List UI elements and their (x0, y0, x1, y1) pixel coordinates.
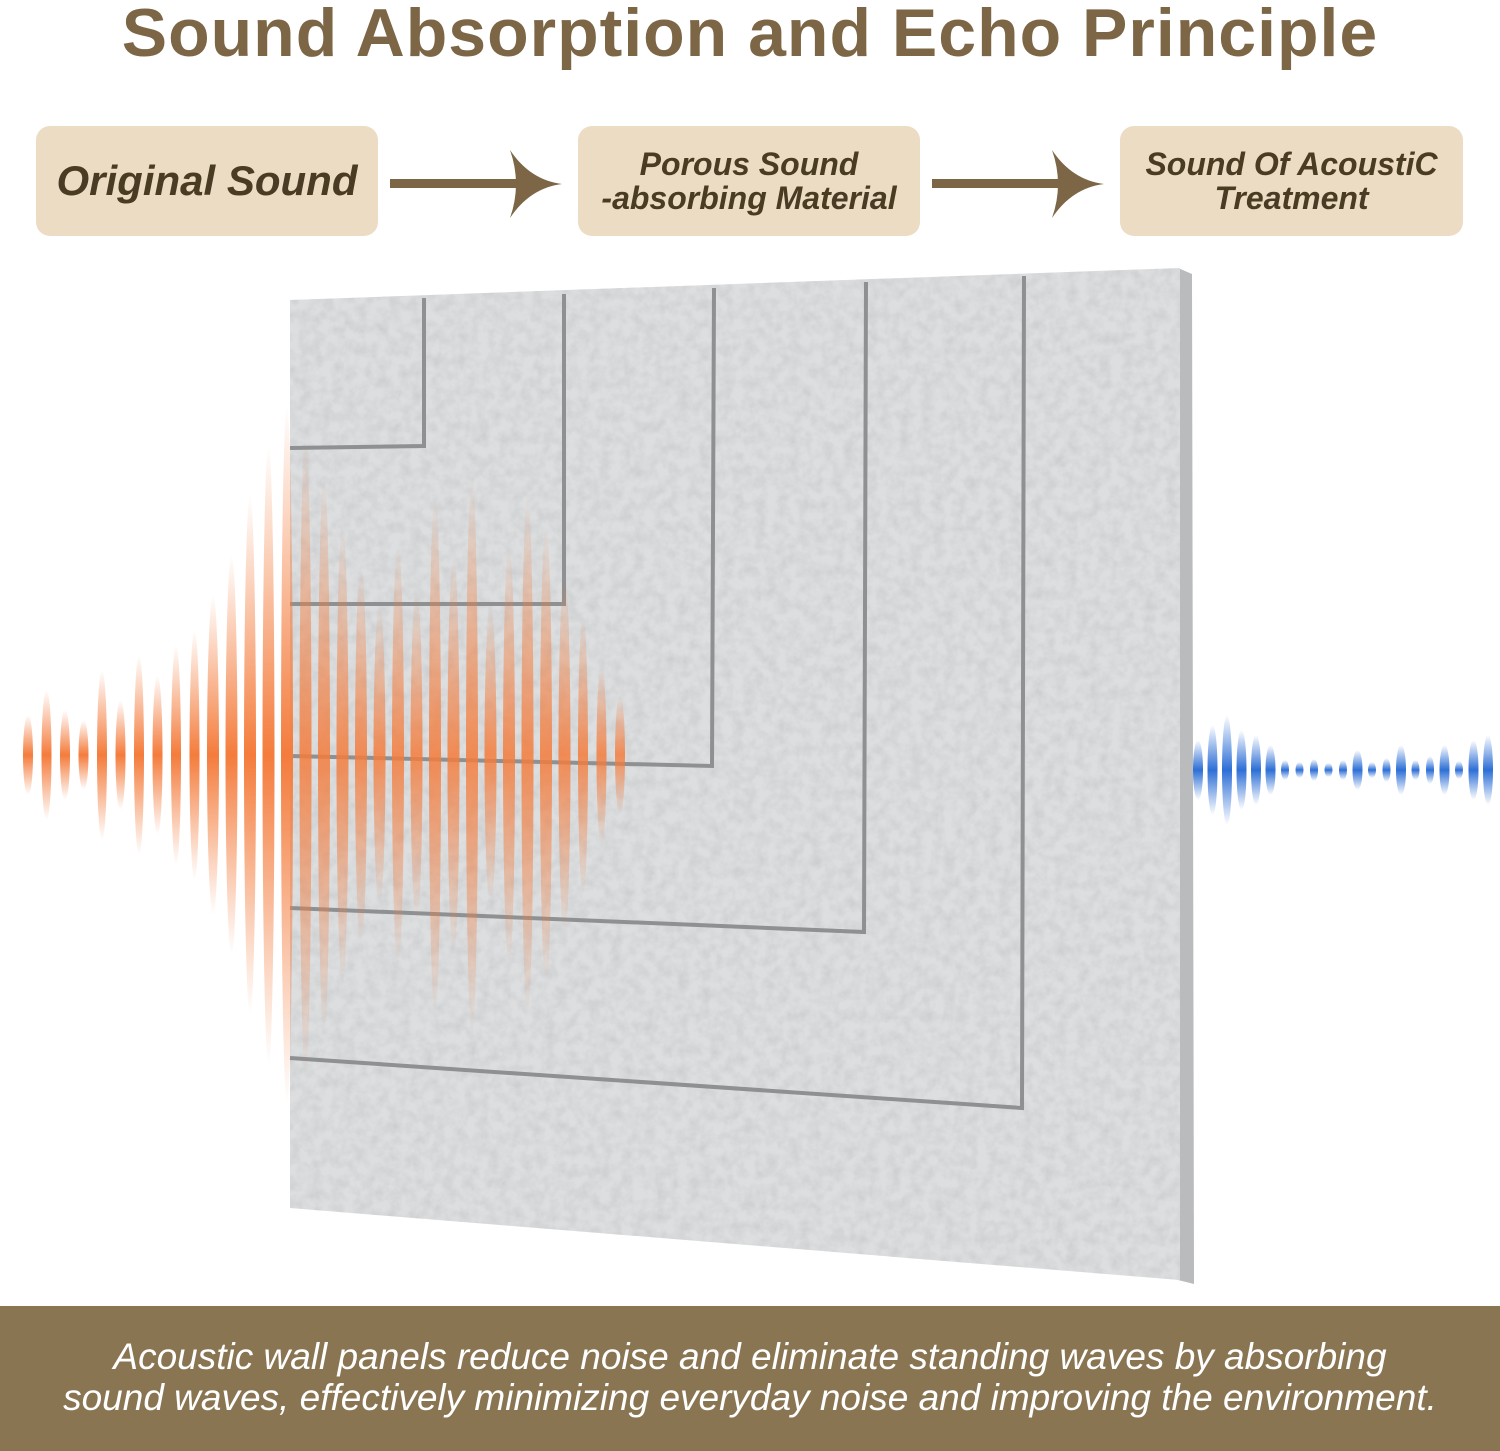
wave-bar (1483, 735, 1493, 805)
wave-bar (336, 525, 349, 985)
wave-bar (262, 445, 275, 1065)
wave-bar (1339, 760, 1347, 780)
wave-bar (171, 645, 181, 865)
wave-bar (392, 545, 404, 965)
wave-bar (1281, 760, 1289, 780)
wave-bar (1222, 715, 1232, 825)
acoustic-panel (289, 268, 1194, 1284)
wave-bar (1439, 745, 1450, 795)
wave-bar (578, 615, 588, 895)
wave-bar (1426, 756, 1434, 784)
wave-bar (1310, 759, 1318, 781)
wave-bar (97, 670, 107, 840)
wave-bar (78, 720, 89, 790)
wave-bar (1265, 745, 1276, 795)
caption-line1: Acoustic wall panels reduce noise and el… (113, 1336, 1387, 1377)
wave-bar (244, 495, 256, 1015)
wave-bar (1295, 762, 1304, 778)
treated-sound-wave (1193, 715, 1493, 825)
wave-bar (41, 690, 52, 820)
wave-bar (466, 475, 478, 1035)
acoustic-panel-illustration (23, 268, 1493, 1284)
wave-bar (207, 595, 219, 915)
wave-bar (615, 695, 625, 815)
original-sound-wave (23, 405, 625, 1105)
wave-bar (1207, 725, 1218, 815)
wave-bar (23, 715, 33, 795)
step-porous-material: Porous Sound-absorbing Material (578, 126, 920, 236)
step-label-line1: Porous Sound (639, 146, 859, 182)
wave-bar (596, 665, 607, 845)
step-label-line2: Treatment (1214, 180, 1369, 216)
wave-bar (1324, 763, 1333, 777)
step-label-line1: Sound Of AcoustiC (1145, 146, 1438, 182)
wave-bar (318, 475, 330, 1035)
step-original-sound: Original Sound (36, 126, 378, 236)
wave-bar (225, 555, 238, 955)
wave-bar (60, 710, 70, 800)
wave-bar (540, 525, 552, 985)
arrow-right-icon (390, 150, 562, 218)
wave-bar (1468, 740, 1479, 800)
wave-bar (299, 435, 312, 1075)
wave-bar (152, 675, 163, 835)
arrow-right-icon (932, 150, 1104, 218)
wave-bar (134, 655, 144, 855)
page-title: Sound Absorption and Echo Principle (121, 0, 1379, 71)
wave-bar (1455, 761, 1463, 779)
wave-bar (521, 495, 534, 1015)
wave-bar (410, 590, 423, 920)
wave-bar (1396, 745, 1406, 795)
wave-bar (429, 495, 441, 1015)
caption-line2: sound waves, effectively minimizing ever… (63, 1377, 1437, 1418)
wave-bar (447, 555, 460, 955)
step-label-line2: -absorbing Material (601, 180, 897, 216)
wave-bar (115, 700, 126, 810)
wave-bar (1251, 735, 1261, 805)
wave-bar (1382, 758, 1391, 782)
wave-bar (189, 630, 200, 880)
wave-bar (1236, 730, 1247, 810)
wave-bar (1352, 750, 1363, 790)
wave-bar (558, 575, 571, 935)
wave-bar (1193, 740, 1203, 800)
wave-bar (373, 605, 386, 905)
wave-bar (484, 605, 497, 905)
wave-bar (281, 405, 293, 1105)
step-label: Original Sound (56, 157, 358, 204)
caption-band: Acoustic wall panels reduce noise and el… (0, 1306, 1500, 1451)
wave-bar (355, 565, 367, 945)
wave-bar (1411, 760, 1420, 780)
wave-bar (503, 545, 515, 965)
wave-bar (1368, 762, 1376, 778)
